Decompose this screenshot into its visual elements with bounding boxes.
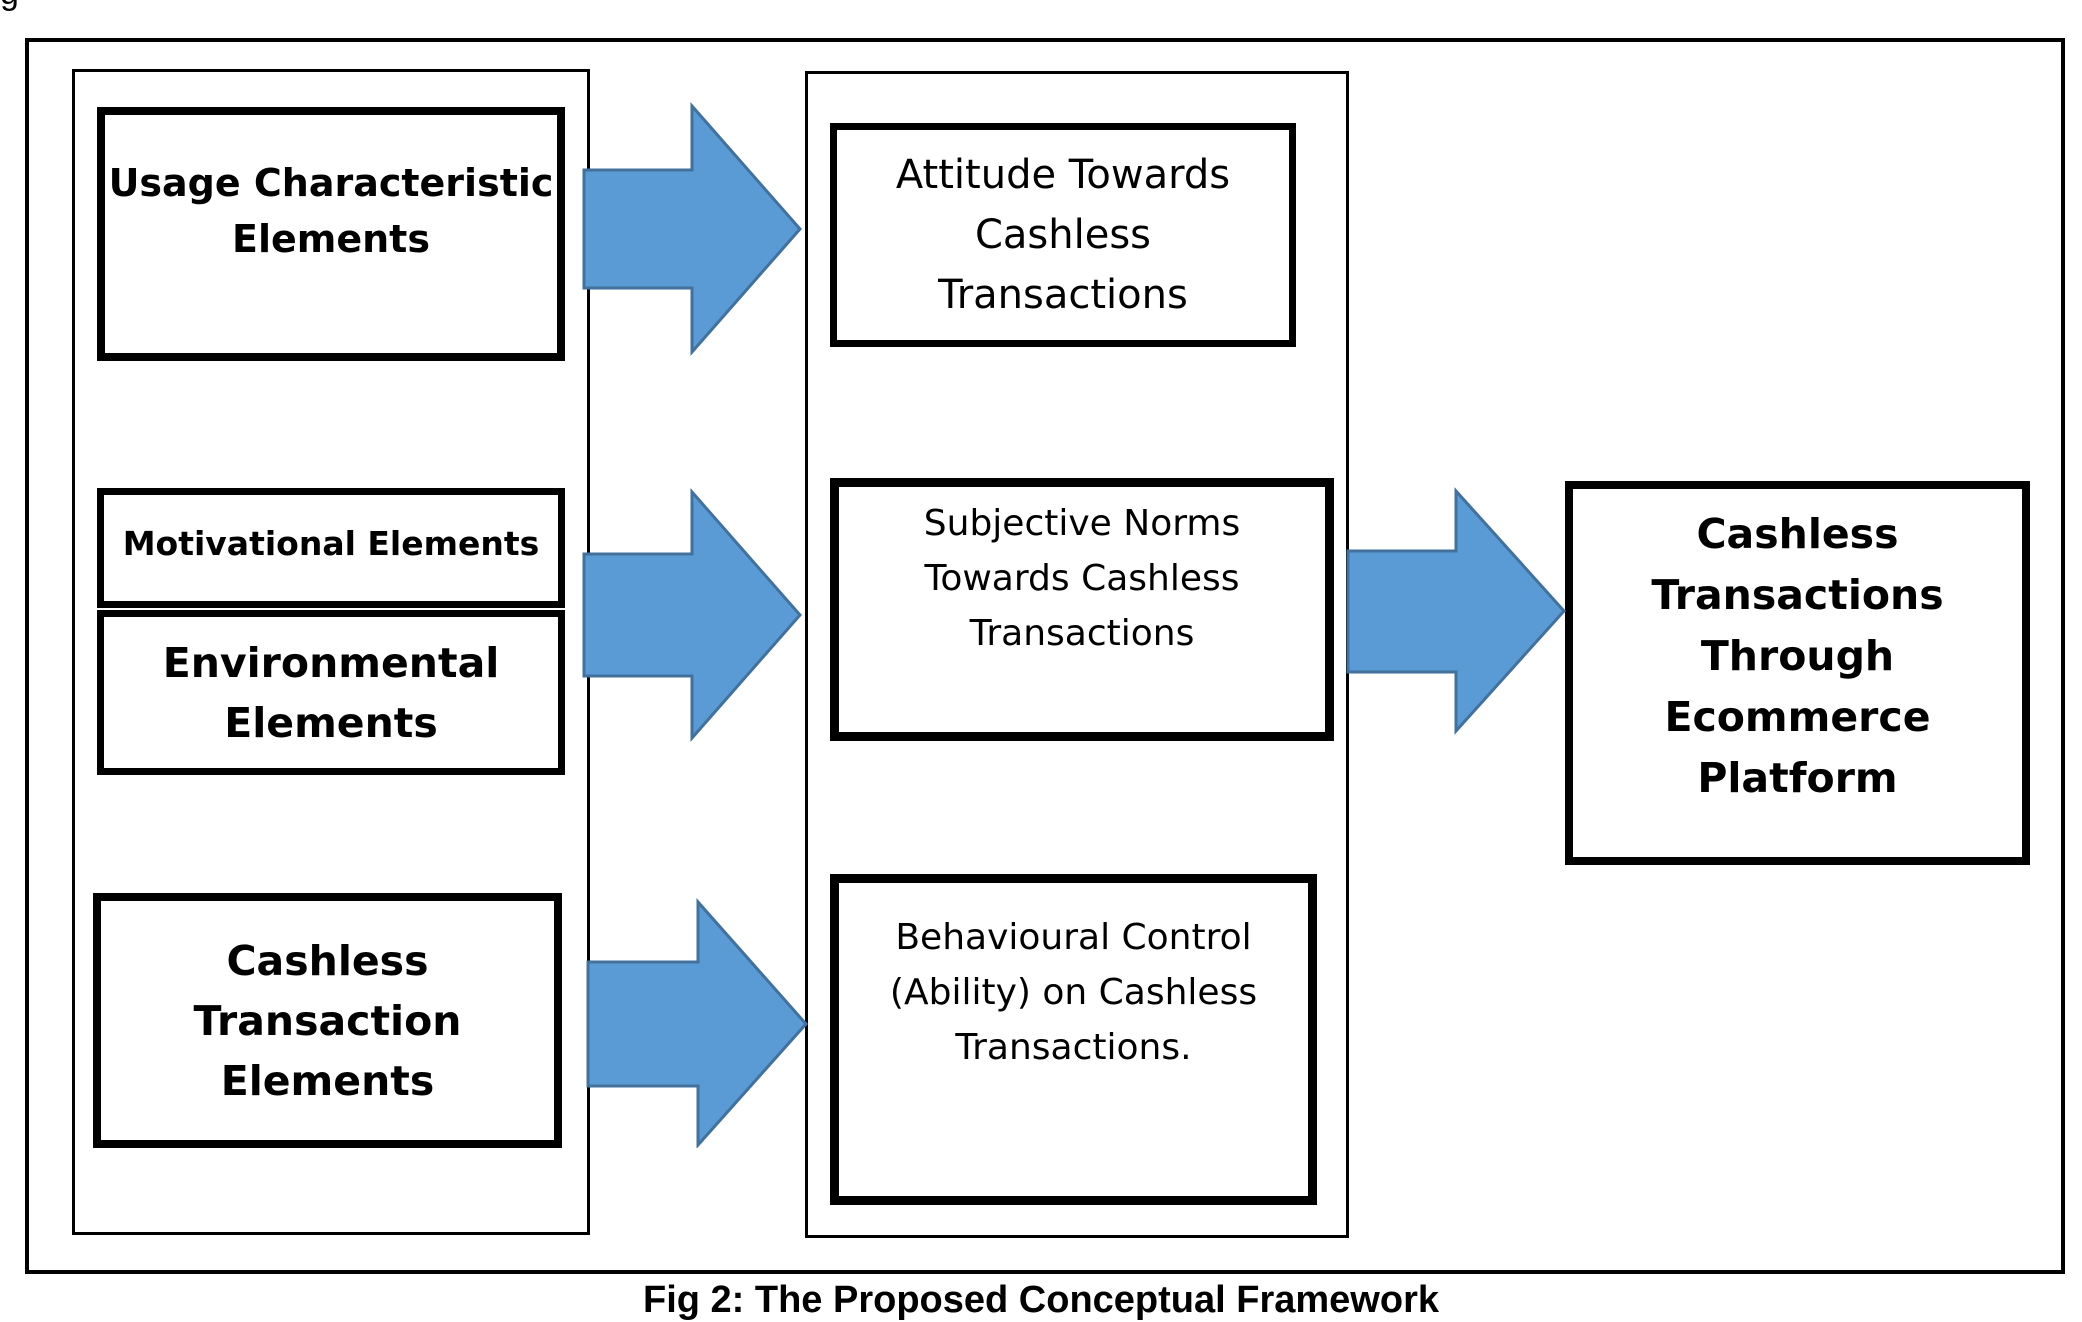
right-arrow-shape (1346, 487, 1567, 735)
figure-frame (25, 38, 2065, 1274)
outcome-box: Cashless Transactions Through Ecommerce … (1565, 481, 2030, 865)
subjective-norms-label: Subjective Norms Towards Cashless Transa… (923, 503, 1241, 654)
attitude-label: Attitude Towards Cashless Transactions (895, 152, 1231, 318)
usage-characteristic-label: Usage Characteristic Elements (108, 161, 554, 261)
figure-caption: Fig 2: The Proposed Conceptual Framework (642, 1279, 1439, 1321)
environmental-elements-box: Environmental Elements (97, 610, 565, 775)
subjective-norms-box: Subjective Norms Towards Cashless Transa… (830, 478, 1334, 741)
arrow-motivational-environmental-to-norms (582, 488, 802, 742)
arrow-norms-to-outcome (1346, 487, 1567, 735)
behavioural-control-box: Behavioural Control (Ability) on Cashles… (830, 874, 1317, 1205)
cashless-transaction-elements-box: Cashless Transaction Elements (93, 893, 562, 1148)
usage-characteristic-box: Usage Characteristic Elements (97, 107, 565, 361)
motivational-elements-label: Motivational Elements (122, 524, 540, 563)
attitude-box: Attitude Towards Cashless Transactions (830, 123, 1296, 347)
cashless-transaction-elements-label: Cashless Transaction Elements (193, 936, 462, 1105)
top-fragment-text: g (0, 0, 19, 13)
outcome-label: Cashless Transactions Through Ecommerce … (1651, 509, 1944, 802)
right-arrow-shape (582, 102, 802, 356)
environmental-elements-label: Environmental Elements (162, 638, 500, 747)
arrow-usage-to-attitude (582, 102, 802, 356)
right-arrow-shape (586, 898, 809, 1148)
arrow-cashless-elements-to-behavioural (586, 898, 809, 1148)
right-arrow-shape (582, 488, 802, 742)
behavioural-control-label: Behavioural Control (Ability) on Cashles… (889, 917, 1258, 1068)
motivational-elements-box: Motivational Elements (97, 488, 565, 608)
